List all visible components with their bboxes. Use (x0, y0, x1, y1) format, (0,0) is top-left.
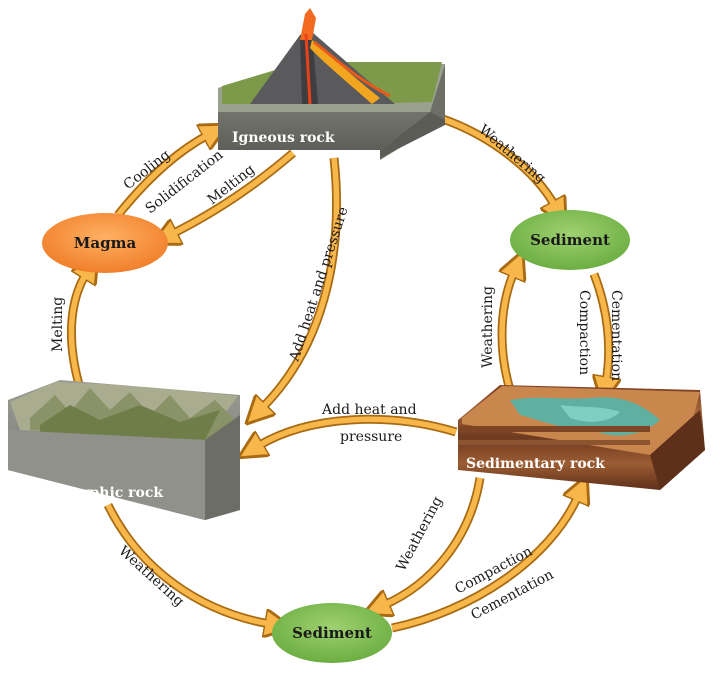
sedimentary-rock-block: Sedimentary rock (458, 385, 705, 490)
igneous-rock-label: Igneous rock (232, 130, 335, 146)
igneous-rock-block: Igneous rock (218, 8, 445, 160)
sediment-node-bottom: Sediment (272, 603, 392, 663)
volcano (250, 8, 395, 105)
label-weathering-right: Weathering (480, 286, 496, 368)
sediment-bottom-label: Sediment (292, 624, 372, 642)
arrow-igneous-to-sediment (438, 113, 555, 206)
arrow-igneous-to-magma (172, 149, 296, 234)
arrow-sediment-to-sedimentary-bottom (391, 496, 578, 633)
label-add-heat-and: Add heat and (321, 402, 417, 418)
magma-node: Magma (42, 213, 168, 273)
arrow-magma-to-igneous (114, 135, 208, 218)
sedimentary-rock-label: Sedimentary rock (466, 456, 605, 472)
arrow-metamorphic-to-sediment (103, 503, 270, 624)
label-compaction-right: Compaction (576, 290, 592, 375)
metamorphic-rock-block: Metamorphic rock (8, 380, 240, 520)
arrow-sedimentary-to-metamorphic (258, 414, 458, 446)
label-weathering-top: Weathering (475, 122, 548, 187)
arrow-sedimentary-to-sediment-right (497, 272, 514, 404)
magma-label: Magma (74, 234, 137, 252)
arrows (67, 113, 609, 633)
sediment-right-label: Sediment (530, 231, 610, 249)
label-weathering-metamorphic: Weathering (115, 543, 187, 610)
label-pressure: pressure (340, 429, 402, 445)
arrow-metamorphic-to-magma (67, 274, 86, 390)
arrow-sediment-to-sedimentary-right (589, 272, 609, 382)
metamorphic-rock-label: Metamorphic rock (18, 485, 163, 501)
label-add-heat-pressure-diagonal: Add heat and pressure (286, 205, 351, 364)
arrow-sedimentary-to-sediment-bottom (384, 477, 485, 605)
label-melting-left: Melting (50, 297, 66, 352)
arrow-igneous-to-metamorphic (262, 157, 341, 408)
label-cementation-right: Cementation (608, 290, 624, 381)
sediment-node-right: Sediment (510, 210, 630, 270)
